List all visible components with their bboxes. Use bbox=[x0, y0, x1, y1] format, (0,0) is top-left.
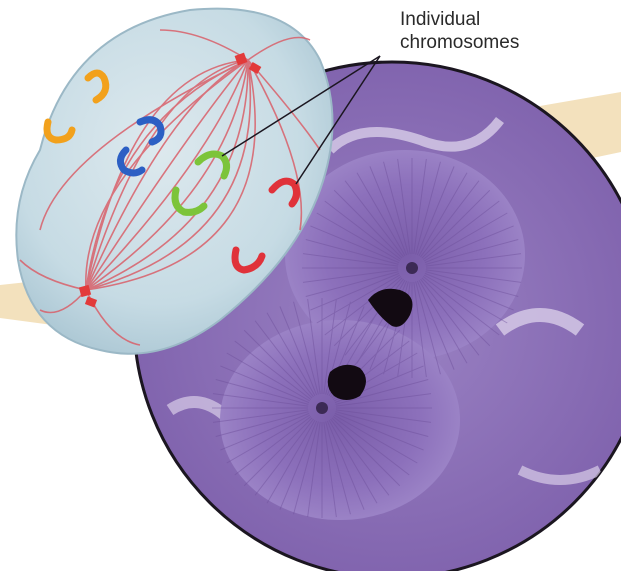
chromosome-mass-lower bbox=[328, 365, 366, 400]
chromosomes-label-line2: chromosomes bbox=[400, 31, 519, 54]
chromosomes-label: Individual chromosomes bbox=[400, 8, 519, 54]
centrosome-lower-micro bbox=[316, 402, 328, 414]
chromosomes-label-line1: Individual bbox=[400, 8, 519, 31]
centrosome-upper-micro bbox=[406, 262, 418, 274]
lower-daughter-cell bbox=[220, 320, 460, 520]
